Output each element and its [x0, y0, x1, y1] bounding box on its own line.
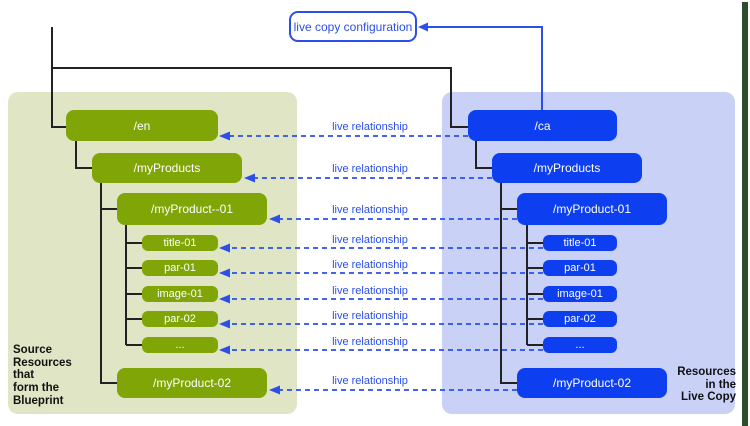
- livecopy-node-myproducts: /myProducts: [492, 153, 642, 183]
- livecopy-node-image-01: image-01: [543, 286, 617, 302]
- livecopy-node-ca: /ca: [468, 110, 617, 141]
- blueprint-node-par-01: par-01: [142, 260, 218, 276]
- relationship-label: live relationship: [332, 375, 408, 387]
- config-box: live copy configuration: [289, 11, 417, 42]
- blueprint-node-title-01: title-01: [142, 235, 218, 251]
- livecopy-node-par-02: par-02: [543, 311, 617, 327]
- blueprint-panel: [8, 92, 297, 414]
- blueprint-node-myproduct-02: /myProduct-02: [117, 368, 267, 398]
- relationship-label: live relationship: [332, 234, 408, 246]
- livecopy-node-title-01: title-01: [543, 235, 617, 251]
- blueprint-node-myproduct--01: /myProduct--01: [117, 193, 267, 225]
- relationship-label: live relationship: [332, 259, 408, 271]
- blueprint-node-myproducts: /myProducts: [92, 153, 242, 183]
- blueprint-node-image-01: image-01: [142, 286, 218, 302]
- livecopy-node-myproduct-01: /myProduct-01: [517, 193, 667, 225]
- livecopy-caption: Resources in the Live Copy: [677, 366, 736, 404]
- livecopy-node-par-01: par-01: [543, 260, 617, 276]
- livecopy-node-ellipsis: ...: [543, 337, 617, 353]
- blueprint-caption: Source Resources that form the Blueprint: [13, 344, 72, 407]
- relationship-label: live relationship: [332, 163, 408, 175]
- relationship-label: live relationship: [332, 285, 408, 297]
- blueprint-node-ellipsis: ...: [142, 337, 218, 353]
- blueprint-node-en: /en: [66, 110, 218, 141]
- relationship-label: live relationship: [332, 204, 408, 216]
- livecopy-node-myproduct-02: /myProduct-02: [517, 368, 667, 398]
- config-box-label: live copy configuration: [293, 19, 413, 34]
- blueprint-node-par-02: par-02: [142, 311, 218, 327]
- relationship-label: live relationship: [332, 336, 408, 348]
- relationship-label: live relationship: [332, 121, 408, 133]
- relationship-label: live relationship: [332, 310, 408, 322]
- window-edge-shadow: [742, 2, 748, 426]
